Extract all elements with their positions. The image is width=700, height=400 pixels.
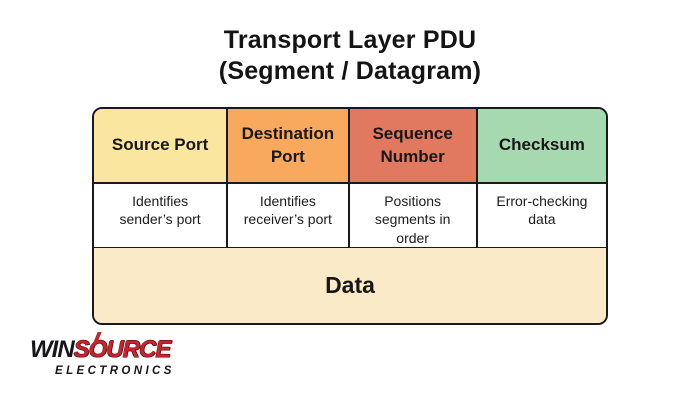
desc-sequence-number: Positions segments in order [349,184,478,250]
field-sequence-number: Sequence Number [349,109,478,184]
logo-subtitle: ELECTRONICS [55,365,175,377]
pdu-description-row: Identifies sender’s port Identifies rece… [94,184,606,250]
field-source-port: Source Port [94,109,229,184]
desc-checksum: Error-checking data [477,184,606,250]
winsource-logo: WINSOURCE ELECTRONICS [30,332,210,377]
field-destination-port: Destination Port [228,109,350,184]
field-checksum: Checksum [477,109,606,184]
data-field: Data [94,248,606,323]
logo-source-text: SOURCE [73,336,172,363]
page-title-line2: (Segment / Datagram) [218,57,482,85]
page-title-line1: Transport Layer PDU [223,26,477,54]
page-title: Transport Layer PDU (Segment / Datagram) [0,25,700,87]
pdu-table: Source Port Destination Port Sequence Nu… [92,107,608,325]
winsource-wordmark: WINSOURCE [30,332,210,363]
desc-destination-port: Identifies receiver’s port [228,184,350,250]
logo-win-text: WIN [30,336,75,363]
desc-source-port: Identifies sender’s port [94,184,229,250]
pdu-header-row: Source Port Destination Port Sequence Nu… [94,109,606,184]
